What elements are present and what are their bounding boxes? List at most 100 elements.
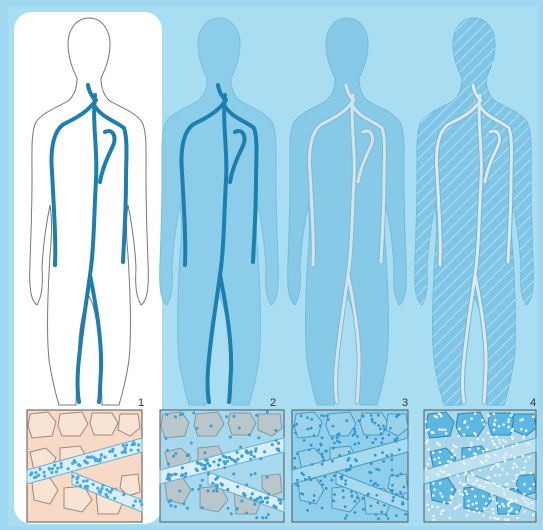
contrast-dot xyxy=(391,499,394,502)
contrast-dot xyxy=(381,451,384,454)
contrast-dot xyxy=(470,445,473,448)
contrast-dot xyxy=(454,507,457,510)
contrast-dot xyxy=(511,429,514,432)
contrast-dot xyxy=(387,517,390,520)
contrast-dot xyxy=(425,420,428,423)
contrast-dot xyxy=(457,505,460,508)
contrast-dot xyxy=(473,483,476,486)
contrast-dot xyxy=(520,471,523,474)
contrast-dot xyxy=(507,513,510,516)
panel-4-tissue xyxy=(424,410,536,522)
contrast-dot xyxy=(226,488,229,491)
contrast-dot xyxy=(370,414,373,417)
contrast-dot xyxy=(376,484,379,487)
contrast-dot xyxy=(122,493,125,496)
contrast-dot xyxy=(494,419,497,422)
contrast-dot xyxy=(498,474,501,477)
contrast-dot xyxy=(172,455,175,458)
contrast-dot xyxy=(438,412,441,415)
contrast-dot xyxy=(174,505,177,508)
contrast-dot xyxy=(356,496,359,499)
panel-4-number: 4 xyxy=(530,397,536,409)
contrast-dot xyxy=(301,472,304,475)
contrast-dot xyxy=(323,415,326,418)
contrast-dot xyxy=(350,490,353,493)
contrast-dot xyxy=(300,492,303,495)
contrast-dot xyxy=(483,486,486,489)
contrast-dot xyxy=(79,485,82,488)
contrast-dot xyxy=(497,463,500,466)
contrast-dot xyxy=(129,449,132,452)
contrast-dot xyxy=(439,492,442,495)
contrast-dot xyxy=(459,427,462,430)
contrast-dot xyxy=(391,489,394,492)
contrast-dot xyxy=(167,473,170,476)
contrast-dot xyxy=(371,420,374,423)
contrast-dot xyxy=(103,456,106,459)
contrast-dot xyxy=(482,495,485,498)
contrast-dot xyxy=(165,413,168,416)
contrast-dot xyxy=(512,438,515,441)
contrast-dot xyxy=(480,460,483,463)
contrast-dot xyxy=(464,473,467,476)
contrast-dot xyxy=(527,442,530,445)
contrast-dot xyxy=(440,415,443,418)
contrast-dot xyxy=(366,494,369,497)
contrast-dot xyxy=(475,502,478,505)
contrast-dot xyxy=(77,463,80,466)
contrast-dot xyxy=(472,503,475,506)
contrast-dot xyxy=(404,513,407,516)
contrast-dot xyxy=(455,446,458,449)
contrast-dot xyxy=(354,500,357,503)
contrast-dot xyxy=(256,497,259,500)
contrast-dot xyxy=(470,457,473,460)
contrast-dot xyxy=(473,432,476,435)
contrast-dot xyxy=(523,435,526,438)
contrast-dot xyxy=(325,450,328,453)
contrast-dot xyxy=(479,484,482,487)
contrast-dot xyxy=(253,503,256,506)
contrast-dot xyxy=(463,433,466,436)
contrast-dot xyxy=(296,479,299,482)
contrast-dot xyxy=(385,514,388,517)
contrast-dot xyxy=(195,427,198,430)
contrast-dot xyxy=(462,461,465,464)
contrast-dot xyxy=(489,497,492,500)
contrast-dot xyxy=(294,432,297,435)
contrast-dot xyxy=(121,451,124,454)
contrast-dot xyxy=(470,442,473,445)
contrast-dot xyxy=(320,414,323,417)
contrast-dot xyxy=(336,440,339,443)
contrast-dot xyxy=(381,437,384,440)
contrast-dot xyxy=(499,442,502,445)
contrast-dot xyxy=(278,498,281,501)
contrast-dot xyxy=(437,457,440,460)
contrast-dot xyxy=(382,425,385,428)
contrast-dot xyxy=(254,450,257,453)
contrast-dot xyxy=(479,469,482,472)
contrast-dot xyxy=(378,469,381,472)
contrast-dot xyxy=(105,488,108,491)
contrast-dot xyxy=(181,466,184,469)
contrast-dot xyxy=(99,457,102,460)
contrast-dot xyxy=(137,443,140,446)
contrast-dot xyxy=(440,513,443,516)
contrast-dot xyxy=(236,451,239,454)
contrast-dot xyxy=(434,458,437,461)
contrast-dot xyxy=(362,415,365,418)
contrast-dot xyxy=(426,476,429,479)
contrast-dot xyxy=(505,441,508,444)
contrast-dot xyxy=(487,432,490,435)
contrast-dot xyxy=(201,506,204,509)
contrast-dot xyxy=(401,501,404,504)
contrast-dot xyxy=(529,487,532,490)
contrast-dot xyxy=(374,482,377,485)
contrast-dot xyxy=(392,496,395,499)
contrast-dot xyxy=(238,427,241,430)
contrast-dot xyxy=(433,518,436,521)
contrast-dot xyxy=(473,510,476,513)
contrast-dot xyxy=(85,461,88,464)
contrast-dot xyxy=(492,498,495,501)
panel-3-number: 3 xyxy=(402,397,408,409)
contrast-dot xyxy=(212,489,215,492)
